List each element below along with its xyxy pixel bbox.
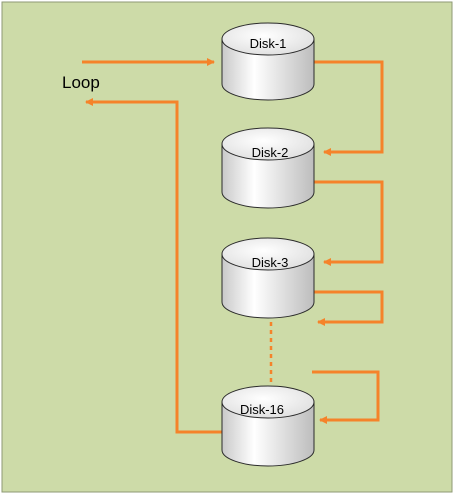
disk-label: Disk-1 (250, 36, 287, 51)
disk-cylinder-icon (221, 39, 315, 101)
arrow-disk3-out (314, 290, 384, 326)
disk-top (221, 237, 315, 271)
disk-label: Disk-2 (252, 145, 289, 160)
return-arrow (85, 98, 222, 434)
disk-16: Disk-16 (221, 385, 315, 467)
loop-label: Loop (62, 73, 100, 92)
arrow-disk1-to-disk2 (314, 60, 384, 156)
disk-1: Disk-1 (221, 22, 315, 101)
disk-label: Disk-3 (252, 255, 289, 270)
arrow-disk2-to-disk3 (314, 180, 384, 266)
disk-2: Disk-2 (221, 127, 315, 209)
disk-cylinder-icon (221, 254, 315, 319)
disk-cylinder-icon (221, 144, 315, 209)
disk-3: Disk-3 (221, 237, 315, 319)
disk-top (221, 22, 315, 56)
disk-label: Disk-16 (240, 402, 284, 417)
arrow-into-disk16 (312, 370, 380, 424)
disk-top (221, 127, 315, 161)
loop-connections (82, 58, 384, 434)
disk-cylinder-icon (221, 402, 315, 467)
disk-top (221, 385, 315, 419)
